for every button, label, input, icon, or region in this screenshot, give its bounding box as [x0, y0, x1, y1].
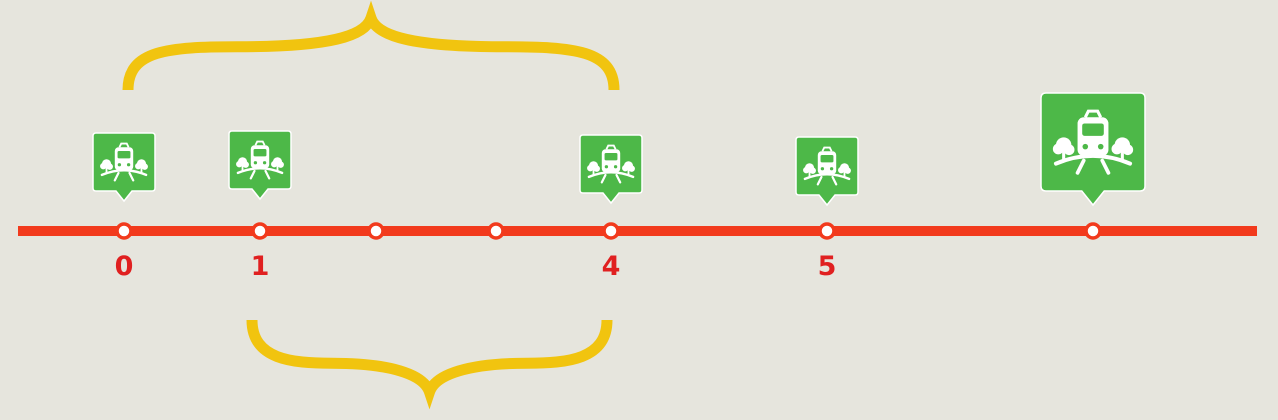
station-dot-s5[interactable] — [818, 222, 836, 240]
bottom-brace — [246, 319, 613, 410]
station-pin-s6[interactable] — [1040, 92, 1146, 207]
station-label-s4: 4 — [601, 251, 621, 282]
station-label-s5: 5 — [817, 251, 837, 282]
station-pin-s1[interactable] — [228, 130, 292, 201]
station-pin-s4[interactable] — [579, 134, 643, 205]
station-dot-s2[interactable] — [367, 222, 385, 240]
station-dot-s0[interactable] — [115, 222, 133, 240]
station-dot-s6[interactable] — [1084, 222, 1102, 240]
station-pin-s0[interactable] — [92, 132, 156, 203]
station-dot-s4[interactable] — [602, 222, 620, 240]
station-pin-s5[interactable] — [795, 136, 859, 207]
station-label-s1: 1 — [250, 251, 270, 282]
top-brace — [122, 0, 620, 91]
station-label-s0: 0 — [114, 251, 134, 282]
station-dot-s3[interactable] — [487, 222, 505, 240]
station-dot-s1[interactable] — [251, 222, 269, 240]
